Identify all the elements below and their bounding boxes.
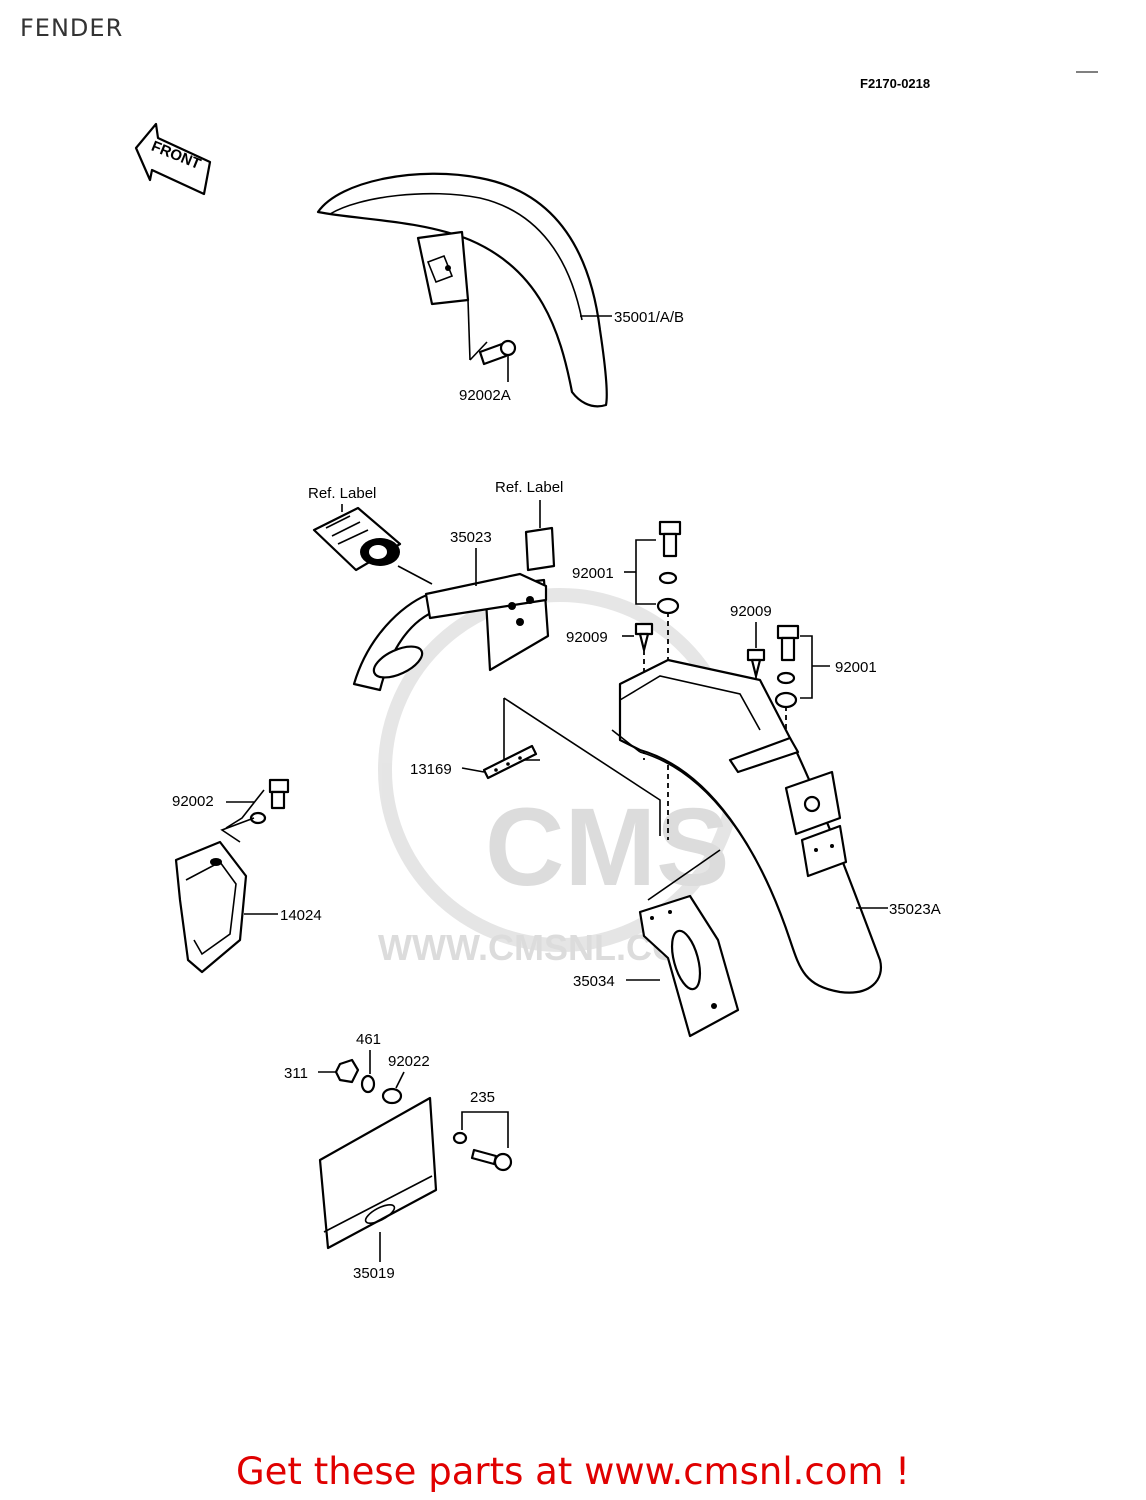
part-label-92002a: 92002A xyxy=(459,387,511,404)
bracket-35034 xyxy=(626,894,740,1038)
screw-92009-left xyxy=(622,622,654,652)
bolt-stack-right xyxy=(774,624,830,709)
part-label-92022: 92022 xyxy=(388,1053,430,1070)
part-label-35034: 35034 xyxy=(573,973,615,990)
part-label-13169: 13169 xyxy=(410,761,452,778)
ref-label-1: Ref. Label xyxy=(308,485,376,502)
part-label-35023: 35023 xyxy=(450,529,492,546)
washer-92022-icon xyxy=(381,1087,403,1105)
rear-fender-main xyxy=(618,658,888,994)
part-label-311: 311 xyxy=(284,1065,308,1082)
part-label-235: 235 xyxy=(470,1089,495,1106)
label-sticker-2 xyxy=(524,526,556,572)
screw-92009-right xyxy=(746,648,766,678)
part-label-35019: 35019 xyxy=(353,1265,395,1282)
lock-washer-461-icon xyxy=(360,1074,376,1094)
watermark-brand: CMS xyxy=(485,786,729,909)
rear-fender-front xyxy=(352,572,550,692)
part-label-35023a: 35023A xyxy=(889,901,941,918)
parts-diagram: CMS WWW.CMSNL.COM F2170-0218 FRONT 35001… xyxy=(134,71,1098,1282)
part-label-14024: 14024 xyxy=(280,907,322,924)
part-label-92002: 92002 xyxy=(172,793,214,810)
bracket-13169 xyxy=(461,744,538,780)
part-label-92001-right: 92001 xyxy=(835,659,877,676)
watermark: CMS WWW.CMSNL.COM xyxy=(378,588,742,968)
label-sticker-icon xyxy=(312,506,402,572)
figure-code: F2170-0218 xyxy=(860,76,930,91)
part-label-35001: 35001/A/B xyxy=(614,309,684,326)
bolt-stack-upper xyxy=(624,520,682,615)
bolt-235 xyxy=(452,1111,513,1172)
part-label-92001-upper: 92001 xyxy=(572,565,614,582)
guard-14024 xyxy=(174,840,278,974)
plate-35019 xyxy=(318,1096,438,1262)
promo-footer[interactable]: Get these parts at www.cmsnl.com ! xyxy=(235,1450,910,1493)
page-title: FENDER xyxy=(20,14,124,42)
part-label-92009-left: 92009 xyxy=(566,629,608,646)
part-label-92009-right: 92009 xyxy=(730,603,772,620)
ref-label-2: Ref. Label xyxy=(495,479,563,496)
front-arrow-icon: FRONT xyxy=(134,122,212,196)
front-fender xyxy=(316,172,612,408)
bolt-92002 xyxy=(220,778,290,843)
part-label-461: 461 xyxy=(356,1031,381,1048)
nut-311-icon xyxy=(334,1058,360,1084)
